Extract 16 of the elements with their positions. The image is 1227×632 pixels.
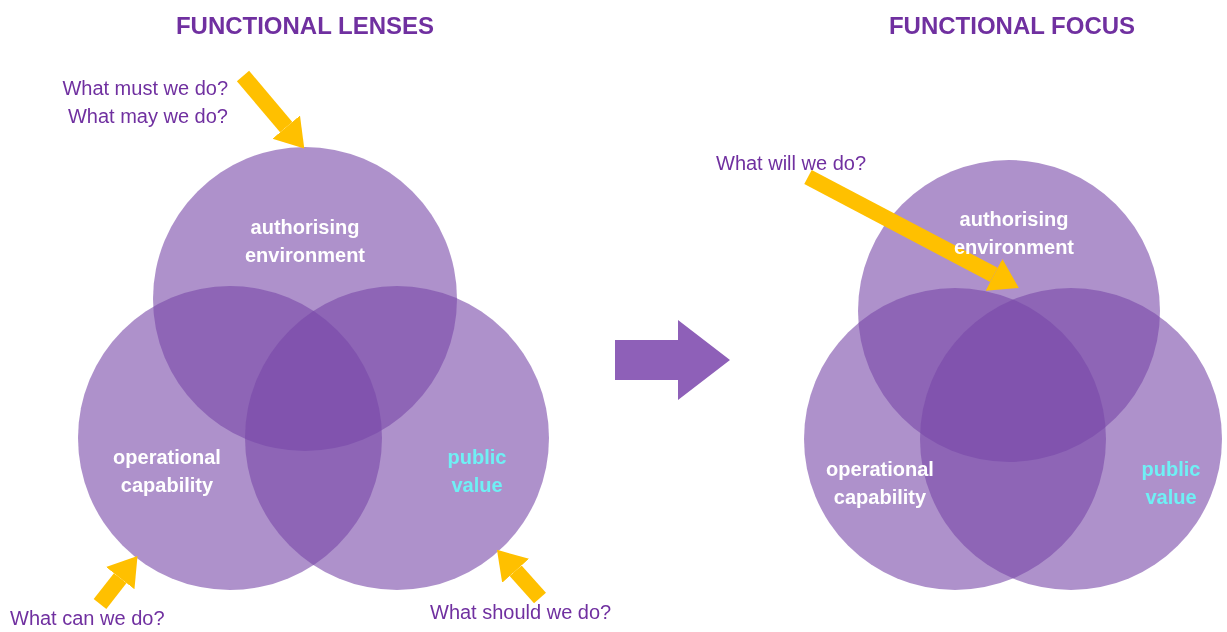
circle-label: public value	[1140, 457, 1202, 510]
circle-label: operational capability	[825, 457, 935, 510]
circle-label: authorising environment	[953, 207, 1075, 260]
arrow	[93, 556, 138, 609]
heading: FUNCTIONAL LENSES	[175, 12, 435, 40]
circle-label: authorising environment	[244, 215, 366, 268]
arrow	[496, 549, 546, 604]
circle-label: operational capability	[112, 445, 222, 498]
arrow	[804, 169, 1019, 291]
question-text: What must we do? What may we do?	[61, 76, 228, 129]
question-text: What will we do?	[716, 151, 867, 176]
question-text: What can we do?	[10, 606, 165, 631]
question-text: What should we do?	[430, 600, 612, 625]
arrow	[236, 70, 305, 149]
heading: FUNCTIONAL FOCUS	[888, 12, 1136, 40]
circle-label: public value	[446, 445, 508, 498]
